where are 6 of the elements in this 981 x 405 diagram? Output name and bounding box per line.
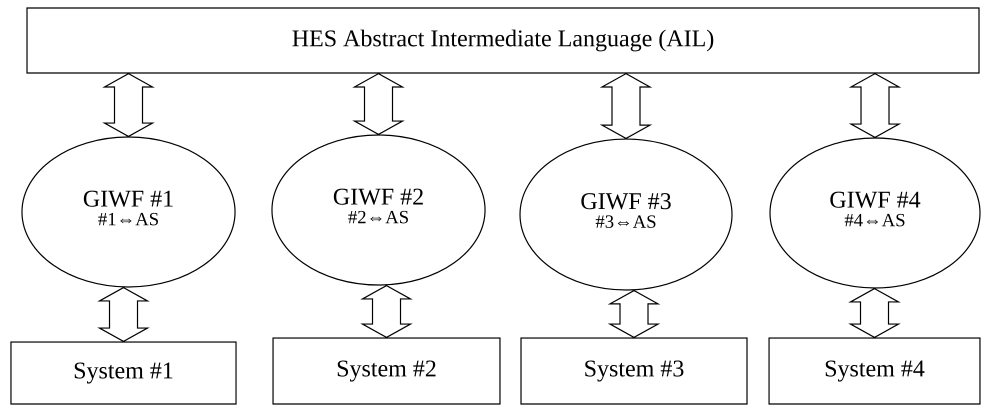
system-box: System #3 — [520, 337, 748, 405]
language-box: HES Abstract Intermediate Language (AIL) — [26, 7, 980, 74]
double-arrow — [608, 290, 660, 338]
system-box: System #4 — [768, 337, 981, 405]
system-box: System #1 — [10, 341, 237, 405]
system-box: System #2 — [272, 337, 501, 405]
